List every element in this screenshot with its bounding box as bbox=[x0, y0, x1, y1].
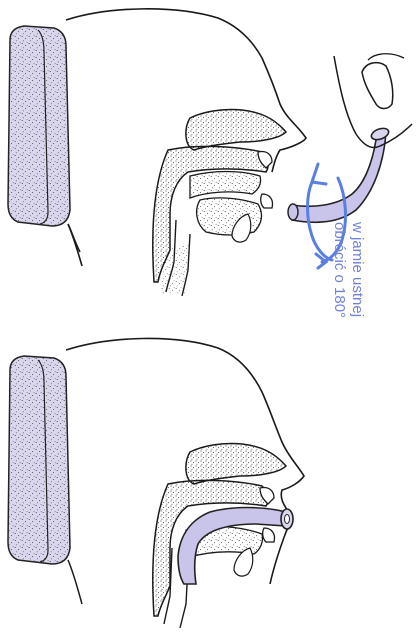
lower-teeth bbox=[261, 194, 273, 208]
rotation-instruction: w jamie ustnej obrócić o 180° bbox=[330, 222, 366, 382]
nasal-cavity bbox=[186, 109, 286, 150]
instruction-line-1: w jamie ustnej bbox=[348, 222, 366, 382]
head-cushion bbox=[8, 356, 70, 564]
bottom-panel bbox=[8, 338, 304, 628]
instruction-line-2: obrócić o 180° bbox=[330, 222, 348, 382]
nasal-cavity bbox=[186, 443, 286, 484]
head-cushion bbox=[8, 26, 70, 226]
lower-teeth bbox=[263, 528, 275, 542]
